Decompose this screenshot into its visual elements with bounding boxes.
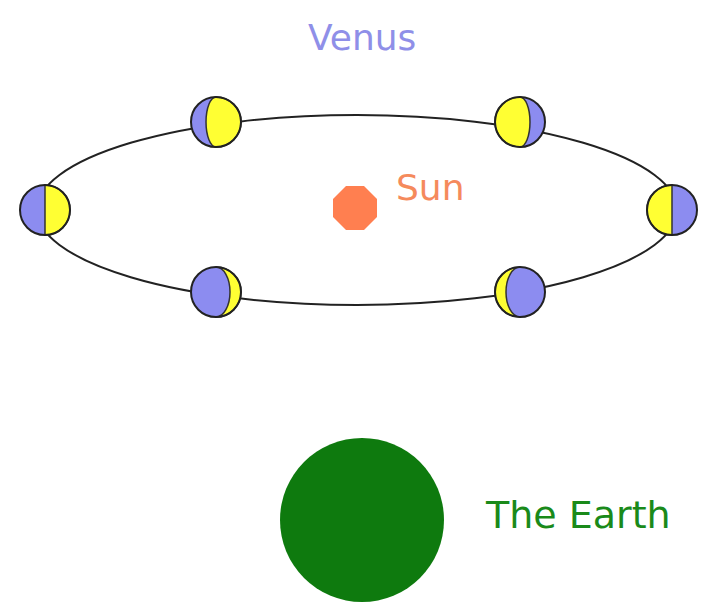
venus-phase-group <box>20 97 697 317</box>
venus-lit-side <box>216 267 241 317</box>
venus-lit-side <box>647 185 672 235</box>
venus-lit-side <box>495 97 530 147</box>
sun-label: Sun <box>396 170 464 206</box>
venus-lit-side <box>45 185 70 235</box>
venus-lit-side <box>206 97 241 147</box>
venus-outline <box>495 97 545 147</box>
earth-label: The Earth <box>486 496 671 534</box>
sun-symbol <box>333 186 377 230</box>
earth-disc <box>280 438 444 602</box>
venus-outline <box>495 267 545 317</box>
venus-dark-side <box>191 267 241 317</box>
venus-lit-side <box>495 267 520 317</box>
venus-orbit <box>37 115 677 305</box>
venus-outline <box>647 185 697 235</box>
venus-dark-side <box>647 185 697 235</box>
venus-dark-side <box>20 185 70 235</box>
venus-dark-side <box>495 97 545 147</box>
venus-outline <box>20 185 70 235</box>
venus-dark-side <box>191 97 241 147</box>
venus-dark-side <box>495 267 545 317</box>
venus-outline <box>191 267 241 317</box>
planet-label: Venus <box>308 20 416 56</box>
venus-outline <box>191 97 241 147</box>
